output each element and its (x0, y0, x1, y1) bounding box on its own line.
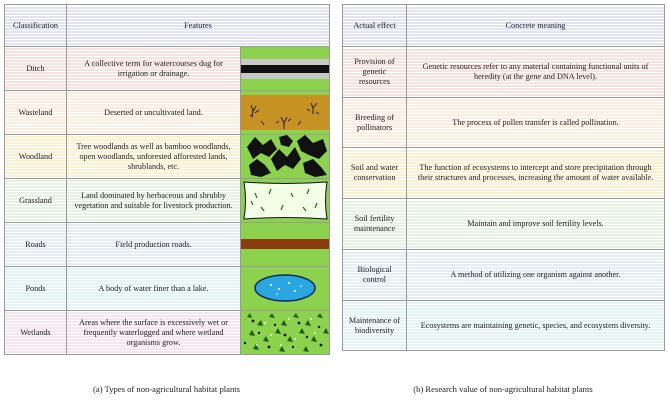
row-meaning: Genetic resources refer to any material … (406, 46, 665, 98)
woodland-icon (240, 134, 330, 179)
row-name: Woodland (4, 134, 67, 179)
row-effect: Soil and water conservation (342, 147, 407, 199)
row-name: Wasteland (4, 90, 67, 135)
row-feature: Areas where the surface is excessively w… (66, 310, 241, 355)
pond-icon (240, 266, 330, 311)
header-classification: Classification (4, 4, 67, 47)
row-feature: A body of water finer than a lake. (66, 266, 241, 311)
row-name: Ditch (4, 46, 67, 91)
table-row: Biological control A method of utilizing… (342, 249, 665, 301)
table-header-row: Classification Features (4, 4, 330, 47)
row-effect: Soil fertility maintenance (342, 198, 407, 250)
header-concrete-meaning: Concrete meaning (406, 4, 665, 47)
header-features: Features (66, 4, 330, 47)
table-row: Ditch A collective term for watercourses… (4, 46, 330, 91)
header-actual-effect: Actual effect (342, 4, 407, 47)
row-name: Ponds (4, 266, 67, 311)
wetland-icon (240, 310, 330, 355)
row-feature: A collective term for watercourses dug f… (66, 46, 241, 91)
row-effect: Provision of genetic resources (342, 46, 407, 98)
caption-a: (a) Types of non-agricultural habitat pl… (93, 384, 240, 394)
row-name: Grassland (4, 178, 67, 223)
table-row: Roads Field production roads. (4, 222, 330, 267)
row-name: Roads (4, 222, 67, 267)
row-feature: Land dominated by herbaceous and shrubby… (66, 178, 241, 223)
row-effect: Maintenance of biodiversity (342, 300, 407, 351)
table-row: Soil and water conservation The function… (342, 147, 665, 199)
table-row: Provision of genetic resources Genetic r… (342, 46, 665, 98)
road-icon (240, 222, 330, 267)
grassland-icon (240, 178, 330, 223)
row-meaning: Ecosystems are maintaining genetic, spec… (406, 300, 665, 351)
row-feature: Deserted or uncultivated land. (66, 90, 241, 135)
row-effect: Biological control (342, 249, 407, 301)
table-row: Wetlands Areas where the surface is exce… (4, 310, 330, 355)
ditch-icon (240, 46, 330, 91)
table-row: Breeding of pollinators The process of p… (342, 97, 665, 148)
row-meaning: Maintain and improve soil fertility leve… (406, 198, 665, 250)
table-row: Wasteland Deserted or uncultivated land. (4, 90, 330, 135)
row-effect: Breeding of pollinators (342, 97, 407, 148)
row-name: Wetlands (4, 310, 67, 355)
research-value-table: Actual effect Concrete meaning Provision… (342, 4, 665, 351)
row-feature: Tree woodlands as well as bamboo woodlan… (66, 134, 241, 179)
row-meaning: The function of ecosystems to intercept … (406, 147, 665, 199)
wasteland-icon (240, 90, 330, 135)
table-row: Ponds A body of water finer than a lake. (4, 266, 330, 311)
row-meaning: The process of pollen transfer is called… (406, 97, 665, 148)
row-meaning: A method of utilizing one organism again… (406, 249, 665, 301)
table-row: Maintenance of biodiversity Ecosystems a… (342, 300, 665, 351)
caption-b: (b) Research value of non-agricultural h… (413, 384, 593, 394)
table-row: Grassland Land dominated by herbaceous a… (4, 178, 330, 223)
table-row: Soil fertility maintenance Maintain and … (342, 198, 665, 250)
row-feature: Field production roads. (66, 222, 241, 267)
table-row: Woodland Tree woodlands as well as bambo… (4, 134, 330, 179)
habitat-types-table: Classification Features Ditch A collecti… (4, 4, 330, 355)
table-header-row: Actual effect Concrete meaning (342, 4, 665, 47)
